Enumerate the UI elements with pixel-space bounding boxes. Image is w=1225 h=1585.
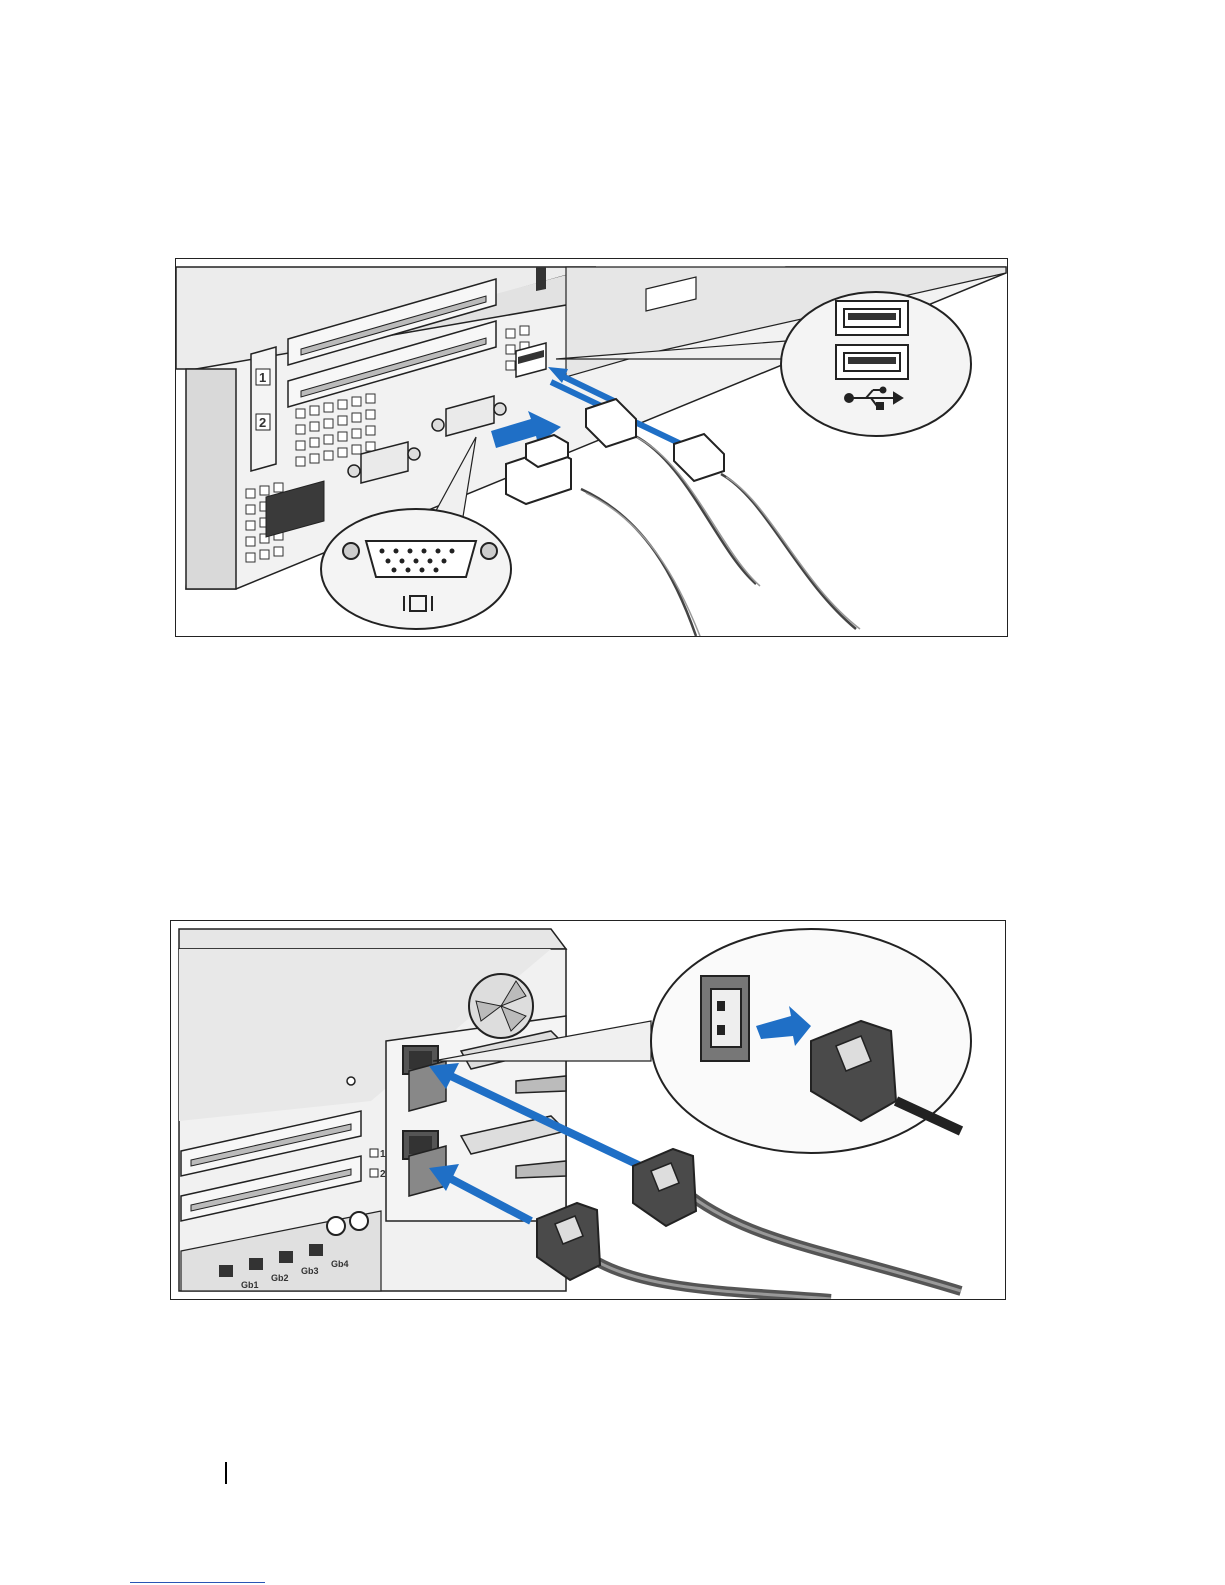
slot-label-2: 2 — [259, 415, 266, 430]
power-cable-plug-1 — [633, 1149, 696, 1226]
page-number-bar — [225, 1462, 227, 1484]
nic-label-gb1: Gb1 — [241, 1280, 259, 1290]
nic-label-gb3: Gb3 — [301, 1266, 319, 1276]
footer-link-underline — [130, 1582, 265, 1583]
nic-label-gb4: Gb4 — [331, 1259, 349, 1269]
power-inlet-zoom — [701, 976, 749, 1061]
figure-power-cables: Gb1 Gb2 Gb3 Gb4 1 2 — [170, 920, 1006, 1300]
psu-label-2: 2 — [380, 1169, 386, 1180]
server-rear-illustration: 1 2 — [176, 259, 1007, 636]
mouse-cable-plug — [674, 434, 724, 481]
server-power-illustration: Gb1 Gb2 Gb3 Gb4 1 2 — [171, 921, 1005, 1299]
figure-keyboard-mouse-monitor: 1 2 — [175, 258, 1008, 637]
slot-label-1: 1 — [259, 370, 266, 385]
nic-label-gb2: Gb2 — [271, 1273, 289, 1283]
psu-label-1: 1 — [380, 1149, 386, 1160]
